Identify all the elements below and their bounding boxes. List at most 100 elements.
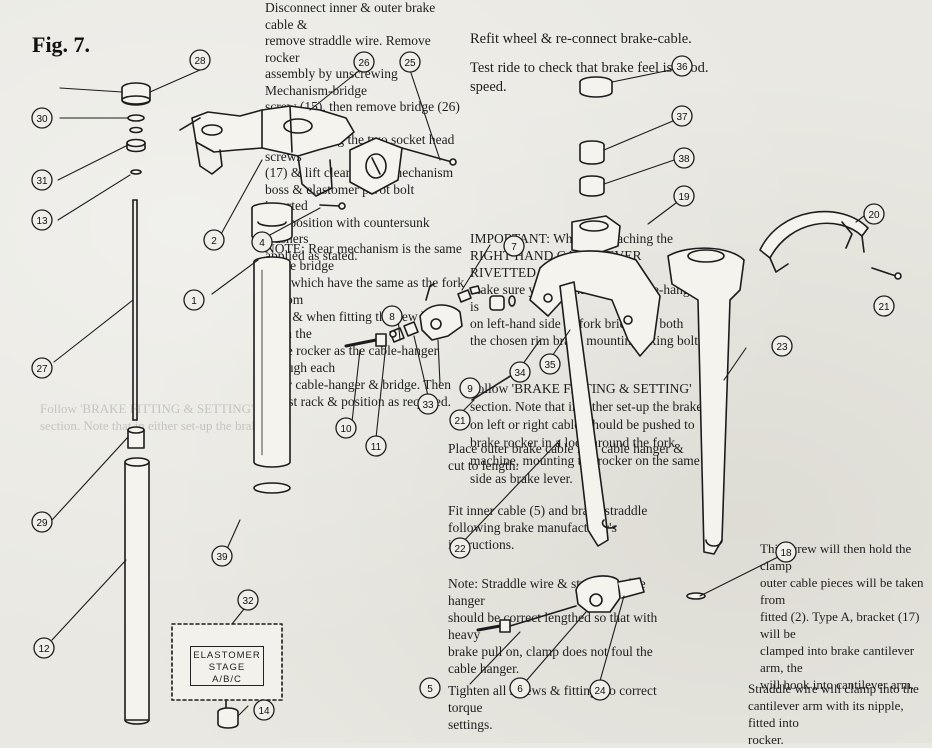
callout-20: 20	[863, 203, 885, 225]
text-line: Test ride to check that brake feel is go…	[470, 60, 709, 76]
text-line: remove straddle wire. Remove rocker	[265, 33, 431, 65]
callout-37: 37	[671, 105, 693, 127]
callout-21: 21	[449, 409, 471, 431]
text-line: cable hanger.	[448, 661, 520, 676]
callout-38: 38	[673, 147, 695, 169]
top-cap-part	[121, 82, 151, 106]
text-line: brake rocker in a loop around the fork	[470, 435, 676, 450]
small-washer-part	[686, 592, 706, 600]
callout-34: 34	[509, 361, 531, 383]
callout-7: 7	[503, 235, 525, 257]
callout-number: 26	[358, 58, 370, 69]
fork-leg-right-part	[667, 247, 745, 555]
callout-12: 12	[33, 637, 55, 659]
callout-21: 21	[873, 295, 895, 317]
callout-31: 31	[31, 169, 53, 191]
callout-number: 27	[36, 364, 48, 375]
elastomer-stage-label: ELASTOMER STAGE A/B/C	[190, 646, 264, 686]
callout-number: 19	[678, 192, 690, 203]
callout-22: 22	[449, 537, 471, 559]
callout-number: 10	[340, 424, 352, 435]
brake-fitting-text: Follow 'BRAKE FITTING & SETTING' section…	[470, 380, 710, 488]
leader-lines	[51, 67, 865, 717]
callout-number: 28	[194, 56, 206, 67]
brake-bracket-part	[575, 575, 645, 613]
text-line: Straddle wire will clamp into the	[748, 681, 919, 696]
callout-30: 30	[31, 107, 53, 129]
callout-29: 29	[31, 511, 53, 533]
callout-number: 11	[371, 442, 382, 453]
callout-number: 37	[676, 112, 688, 123]
ghost-line: Follow 'BRAKE FITTING & SETTING'	[40, 401, 254, 416]
callout-number: 12	[38, 644, 50, 655]
callout-number: 5	[427, 684, 433, 695]
callout-number: 24	[594, 686, 606, 697]
lower-tube-part	[124, 457, 150, 725]
text-line: Refit wheel & re-connect brake-cable.	[470, 31, 692, 47]
fork-leg-left-part	[559, 281, 617, 547]
adjuster-knob-part	[217, 707, 239, 729]
pin-parts	[457, 285, 516, 311]
callout-1: 1	[183, 289, 205, 311]
text-line: lever cable-hanger & bridge. Then	[265, 377, 452, 392]
brake-bolt-part	[476, 605, 577, 633]
callout-number: 7	[511, 242, 517, 253]
callout-number: 23	[776, 342, 788, 353]
callout-number: 25	[404, 58, 416, 69]
callout-number: 32	[242, 596, 254, 607]
callout-number: 14	[258, 706, 270, 717]
callout-number: 31	[36, 176, 48, 187]
mudguard-screw-part	[871, 267, 902, 280]
note-bridge-text: NOTE: Rear mechanism is the same as the …	[265, 240, 465, 410]
fork-bridge-part	[179, 105, 355, 197]
text-line: cantilever arm with its nipple, fitted i…	[748, 698, 904, 730]
headset-spacer-part	[579, 140, 605, 197]
callout-10: 10	[335, 417, 357, 439]
callout-number: 6	[517, 684, 523, 695]
callout-28: 28	[189, 49, 211, 71]
callout-35: 35	[539, 353, 561, 375]
callout-25: 25	[399, 51, 421, 73]
callout-number: 33	[422, 400, 434, 411]
callout-4: 4	[251, 231, 273, 253]
bleed-through-text-left: Follow 'BRAKE FITTING & SETTING' section…	[40, 400, 340, 434]
callout-number: 20	[868, 210, 880, 221]
callout-number: 9	[467, 384, 473, 395]
stage-label-line-3: A/B/C	[212, 674, 242, 685]
text-line: fitted (2). Type A, bracket (17) will be	[760, 609, 920, 641]
ghost-line: section. Note that in either set-up the …	[40, 418, 264, 433]
callout-33: 33	[417, 393, 439, 415]
cable-hanger-text: Place outer brake cable into cable hange…	[448, 440, 708, 474]
callout-number: 21	[454, 416, 466, 427]
callout-number: 35	[544, 360, 556, 371]
figure-title: Fig. 7.	[32, 32, 91, 57]
callout-14: 14	[253, 699, 275, 721]
callout-number: 4	[259, 238, 265, 249]
text-line: will hook into cantilever arm.	[760, 677, 915, 692]
text-line: brake pull on, clamp does not foul the	[448, 644, 653, 659]
callout-number: 18	[780, 548, 792, 559]
callout-number: 2	[211, 236, 217, 247]
callout-number: 30	[36, 114, 48, 125]
text-line: Place outer brake cable into cable hange…	[448, 441, 684, 456]
callout-24: 24	[589, 679, 611, 701]
callout-18: 18	[775, 541, 797, 563]
text-line: applied as stated.	[265, 247, 358, 263]
callout-number: 39	[216, 552, 228, 563]
text-line: Disconnect inner & outer brake cable &	[265, 0, 436, 32]
callout-23: 23	[771, 335, 793, 357]
callout-39: 39	[211, 545, 233, 567]
text-line: speed.	[470, 79, 507, 95]
stanchion-tube-part	[253, 256, 291, 494]
callout-19: 19	[673, 185, 695, 207]
stage-label-line-1: ELASTOMER	[193, 650, 261, 661]
fork-crown-part	[529, 215, 661, 357]
callout-32: 32	[237, 589, 259, 611]
callout-36: 36	[671, 55, 693, 77]
pivot-screw-part	[344, 321, 419, 348]
callout-11: 11	[365, 435, 387, 457]
long-rod-part	[132, 199, 138, 421]
